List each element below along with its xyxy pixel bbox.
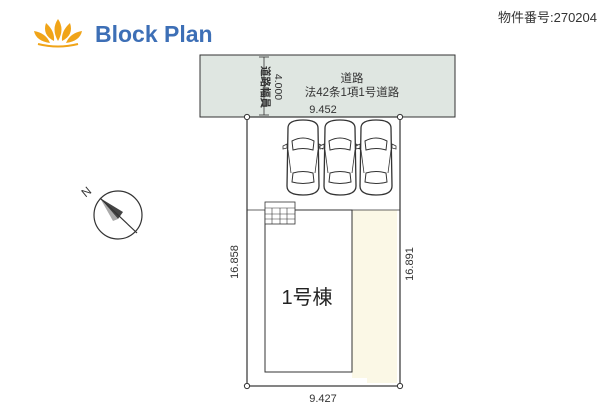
compass-north-label: N: [79, 184, 95, 200]
car-icon: [355, 119, 397, 196]
dim-left: 16.858: [229, 245, 241, 279]
dim-right: 16.891: [404, 247, 416, 281]
building-footprint: [264, 209, 353, 373]
compass-icon: [93, 190, 143, 240]
dim-top: 9.452: [309, 104, 337, 116]
dim-bottom: 9.427: [309, 393, 337, 405]
car-icon: [282, 119, 324, 196]
car-icon: [319, 119, 361, 196]
road-name: 道路: [341, 71, 364, 85]
entrance-grid: [264, 201, 296, 225]
yard-area: [352, 210, 397, 383]
property-number: 物件番号:270204: [498, 10, 597, 25]
lotus-icon: [34, 19, 82, 48]
road-width-label: 道路幅員: [259, 66, 272, 108]
road-classification: 法42条1項1号道路: [305, 85, 400, 99]
building-label: 1号棟: [281, 286, 332, 309]
plan-title: Block Plan: [95, 21, 213, 47]
road-width-value: 4.000: [272, 74, 284, 100]
road-area: [199, 54, 456, 118]
